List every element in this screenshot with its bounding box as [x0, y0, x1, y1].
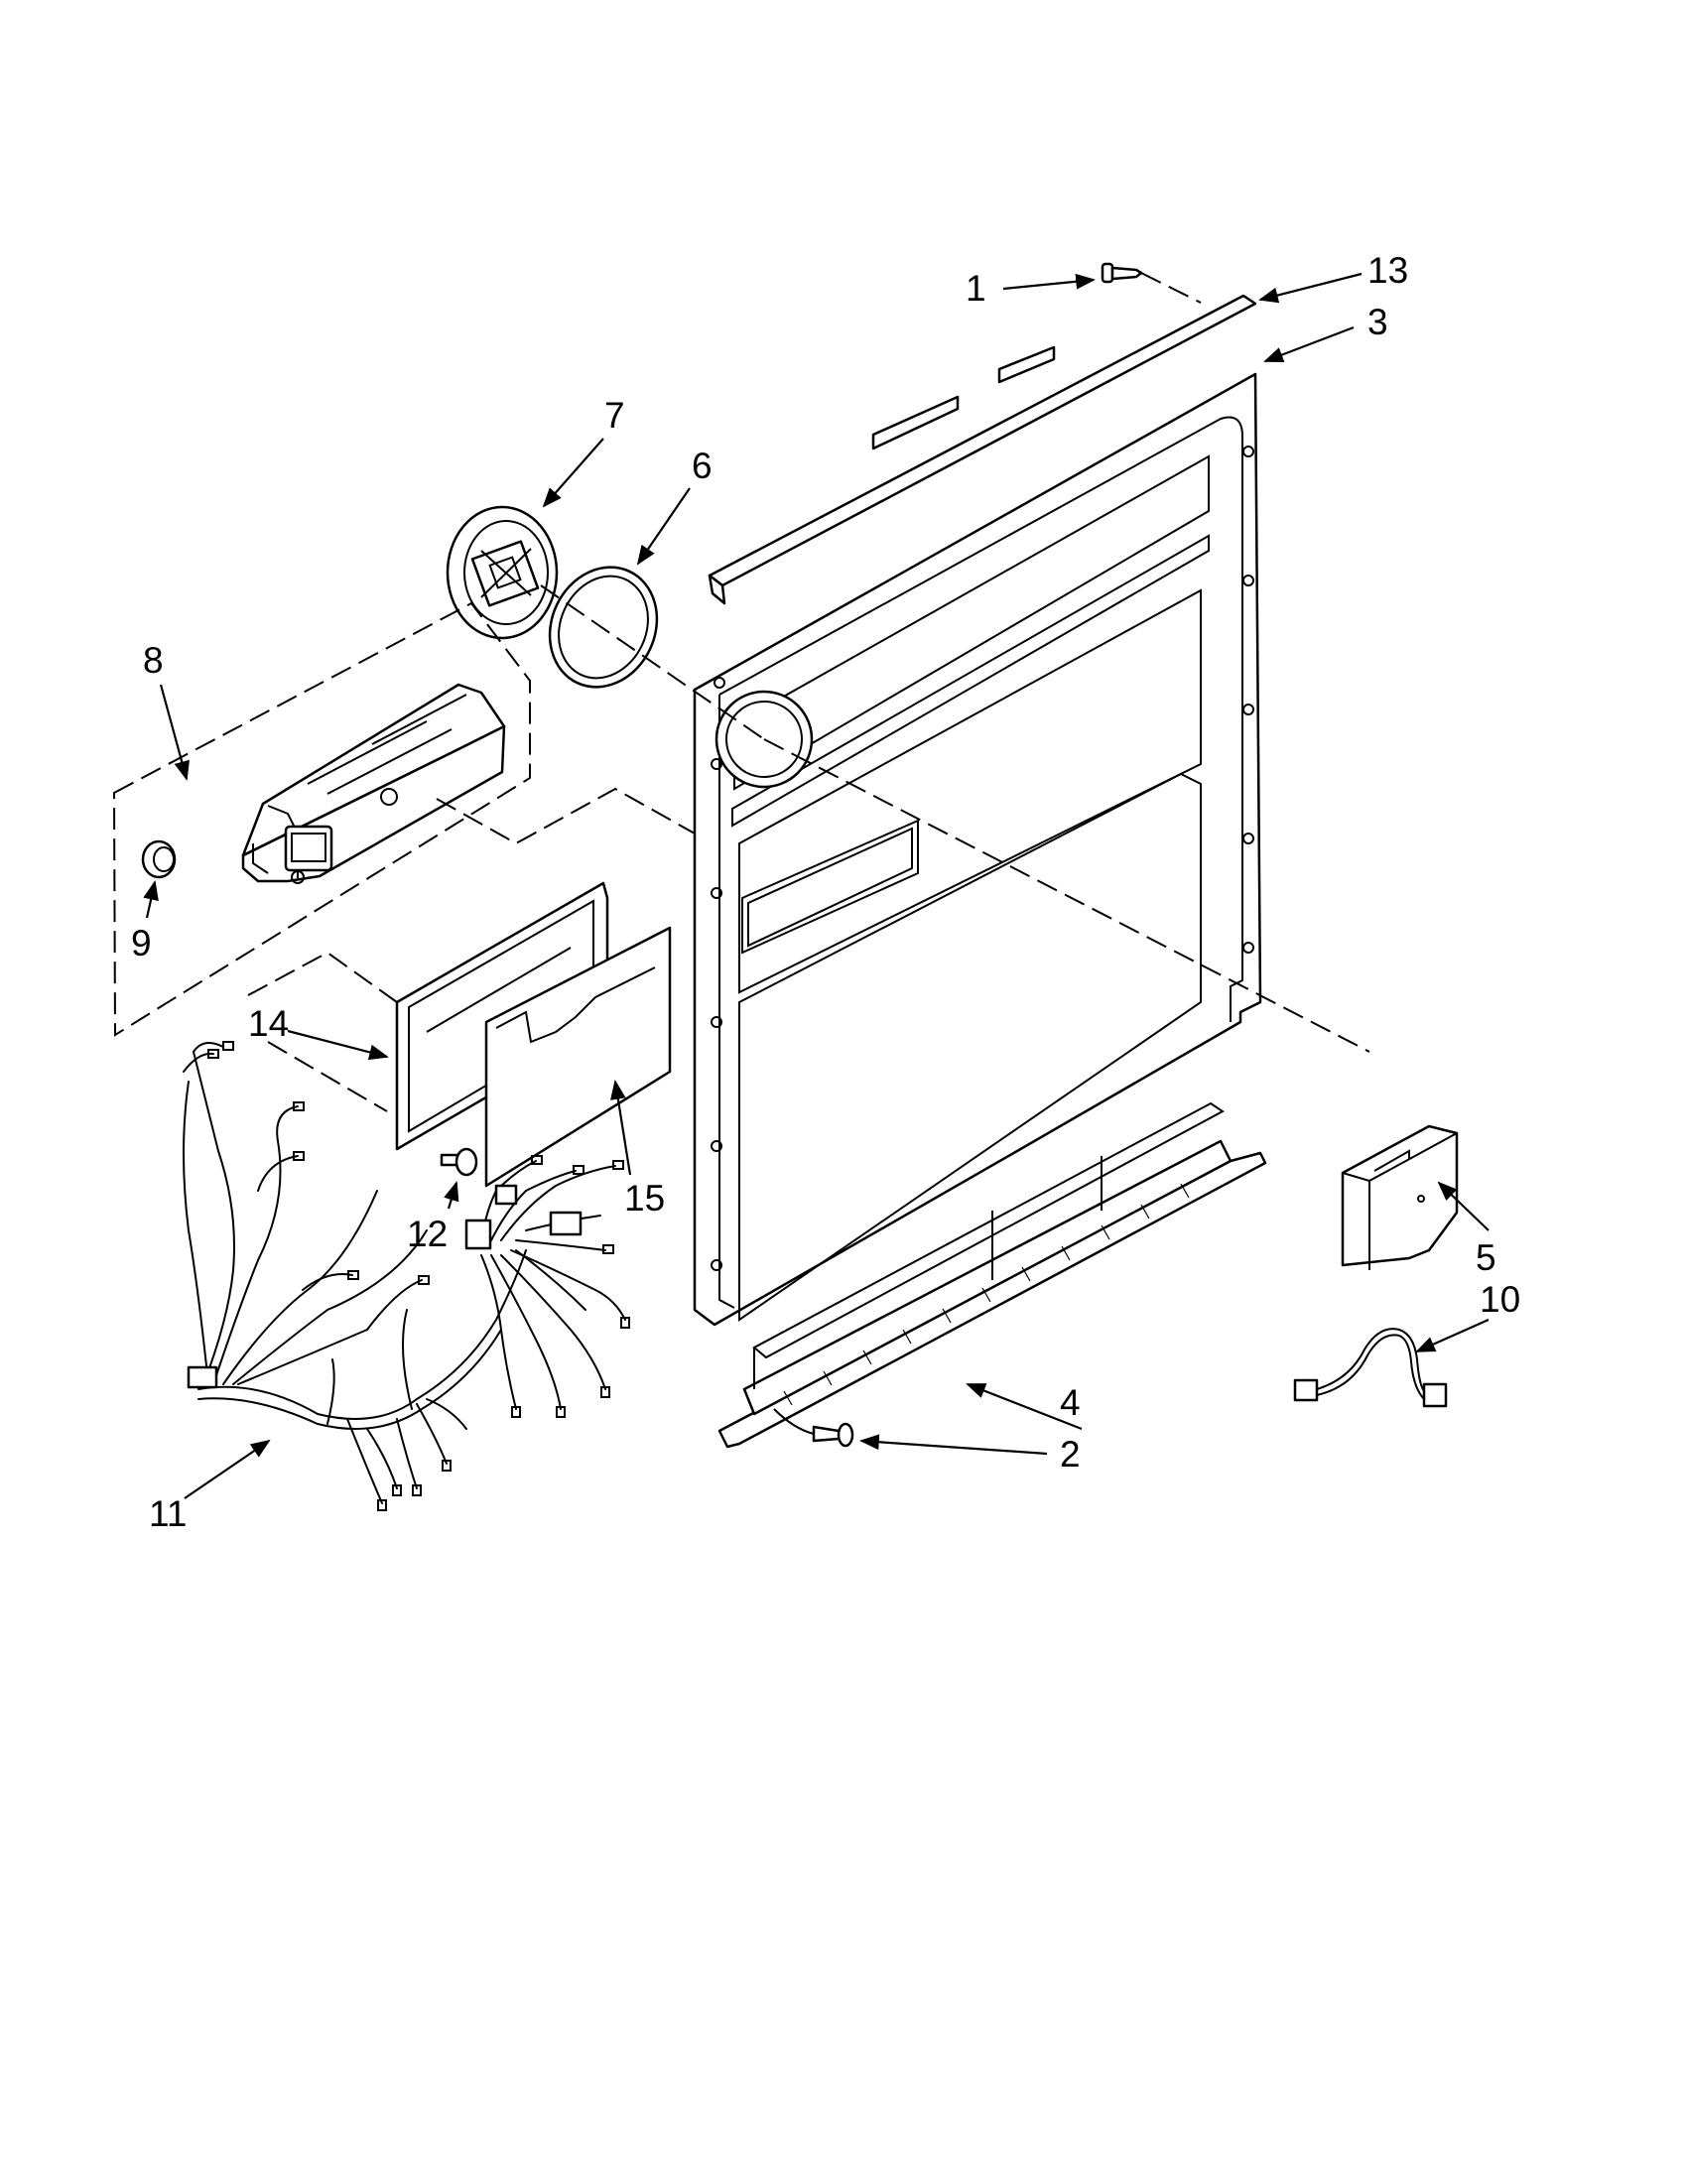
callout-15: 15: [624, 1178, 665, 1219]
leader-lines: [143, 272, 1490, 1499]
top-trim-strip-part: [708, 294, 1257, 605]
callout-10: 10: [1480, 1279, 1520, 1320]
screw-top-part: [1101, 262, 1202, 304]
callout-8: 8: [143, 640, 164, 681]
wiring-harness-part: [183, 1041, 630, 1511]
bottom-seal-strip-part: [717, 1101, 1267, 1449]
small-wire-harness-part: [1293, 1328, 1448, 1408]
callout-3: 3: [1367, 302, 1388, 342]
inner-door-panel-part: [693, 345, 1262, 1327]
rinse-aid-knob-part: [141, 839, 177, 879]
callout-4: 4: [1060, 1382, 1081, 1423]
callout-1: 1: [966, 268, 986, 309]
vent-cover-part: [446, 505, 559, 640]
vent-duct-part: [1341, 1124, 1459, 1270]
callout-9: 9: [131, 923, 152, 964]
callout-7: 7: [604, 395, 625, 436]
vent-gasket-part: [548, 566, 659, 689]
control-cover-plate-part: [484, 926, 672, 1188]
bolt-part: [440, 1147, 478, 1177]
callout-6: 6: [692, 446, 713, 486]
callout-11: 11: [149, 1493, 187, 1534]
callout-2: 2: [1060, 1434, 1081, 1475]
callout-labels: 1 2 3 4 5 6 7 8 9 10 11 12 13 14 15: [131, 250, 1520, 1534]
screw-bottom-part: [773, 1408, 854, 1448]
callout-13: 13: [1367, 250, 1408, 291]
callout-5: 5: [1476, 1237, 1496, 1278]
callout-12: 12: [407, 1214, 448, 1254]
dispenser-assembly-part: [112, 601, 696, 1037]
callout-14: 14: [248, 1003, 289, 1044]
